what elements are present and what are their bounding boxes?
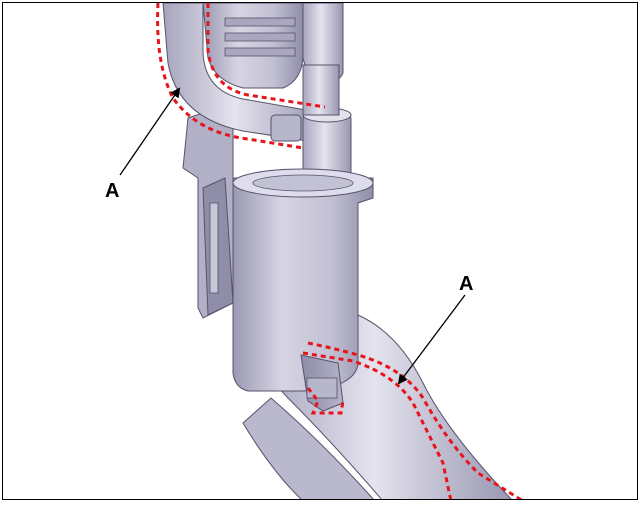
- fuel-filter-assembly-diagram: [119, 3, 523, 499]
- lower-outlet-fitting: [300, 354, 344, 412]
- highlight-outline-lower: [302, 341, 523, 499]
- diagram-frame: A A: [2, 2, 638, 500]
- callout-label-a-upper: A: [105, 180, 120, 202]
- leader-line-lower: [397, 294, 466, 385]
- leader-line-upper: [119, 87, 181, 176]
- callout-label-a-lower: A: [459, 273, 474, 295]
- mounting-bracket: [182, 107, 234, 319]
- highlight-outline-upper: [156, 3, 326, 150]
- fuel-filter-canister: [232, 168, 374, 392]
- filter-neck: [302, 64, 352, 184]
